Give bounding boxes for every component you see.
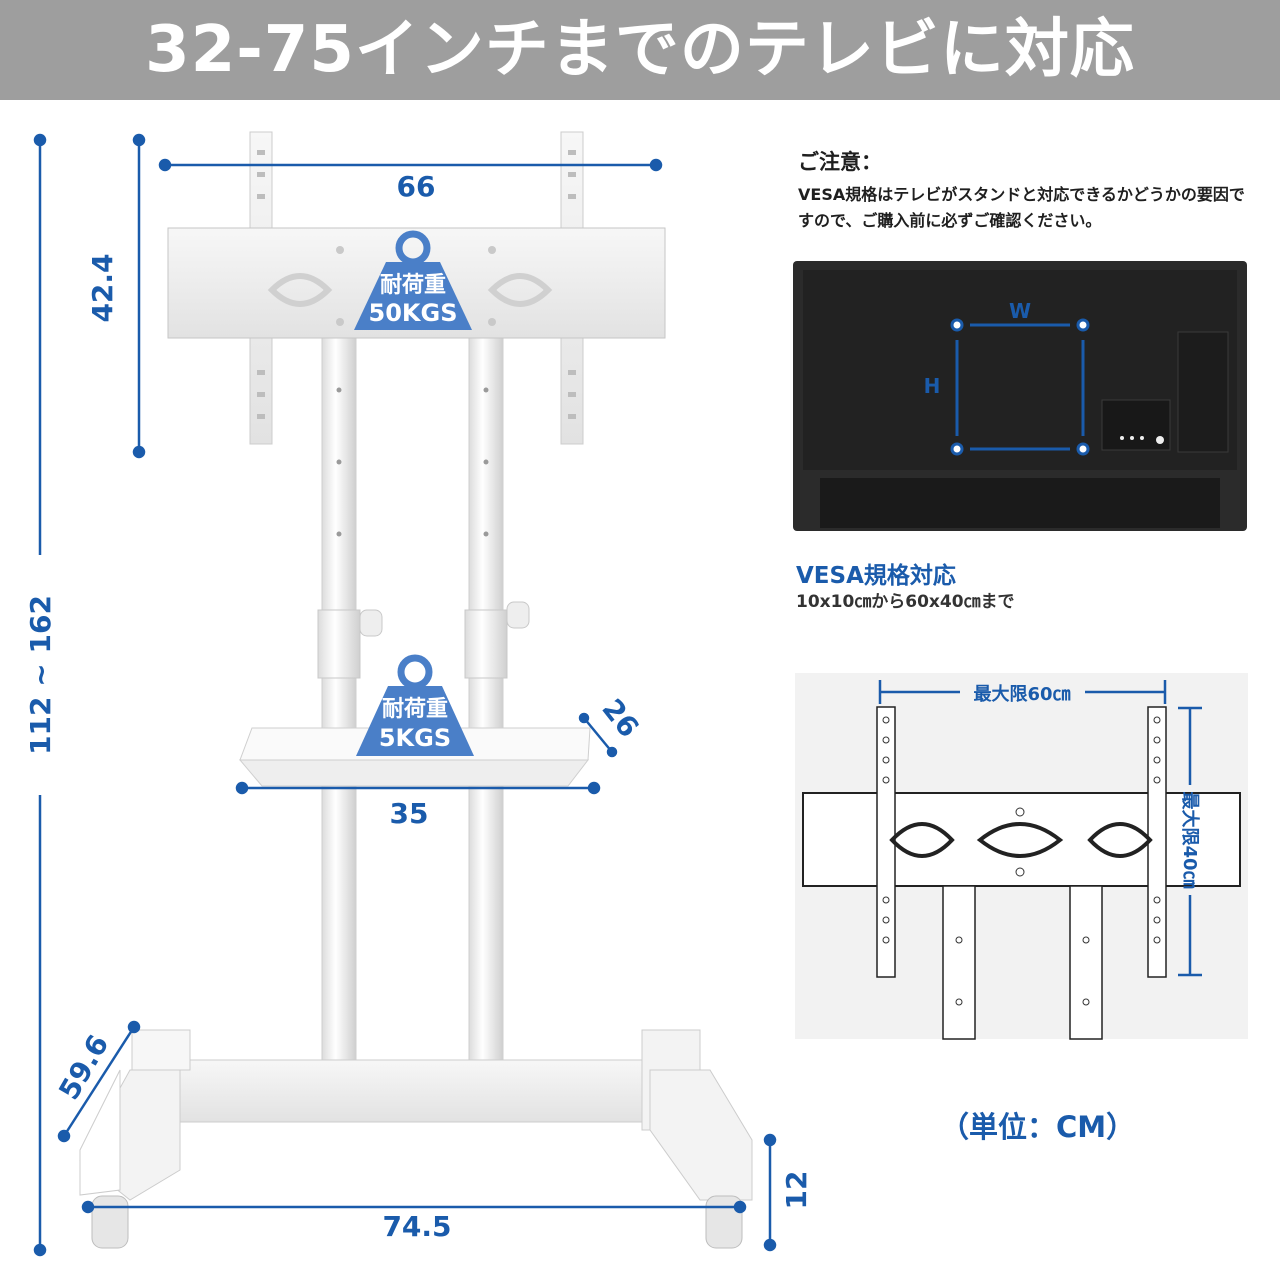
note-body: VESA規格はテレビがスタンドと対応できるかどうかの要因ですので、ご購入前に必ず… <box>798 185 1245 230</box>
load-badge-bracket: 耐荷重 50KGS <box>354 230 472 330</box>
load-badge-shelf-value: 5KGS <box>379 724 451 752</box>
vesa-h-label: H <box>924 374 941 398</box>
base-depth-label: 59.6 <box>52 1029 115 1105</box>
total-height-label: 112 ~ 162 <box>24 595 57 755</box>
bracket-max-height-label: 最大限40㎝ <box>1179 791 1201 888</box>
load-badge-shelf: 耐荷重 5KGS <box>356 654 474 756</box>
base-width-label: 74.5 <box>382 1210 451 1243</box>
bracket-max-width-label: 最大限60㎝ <box>973 683 1070 705</box>
vesa-title: VESA規格対応 <box>796 563 956 589</box>
load-badge-bracket-value: 50KGS <box>369 299 458 327</box>
note-title: ご注意： <box>798 150 882 174</box>
tv-stand-illustration <box>79 131 753 1249</box>
title-banner: 32-75インチまでのテレビに対応 <box>0 0 1280 100</box>
bracket-height-label: 42.4 <box>86 253 119 322</box>
bracket-detail-drawing <box>795 673 1248 1040</box>
load-badge-shelf-label: 耐荷重 <box>382 697 448 722</box>
shelf-depth-label: 26 <box>595 693 645 744</box>
vesa-range: 10x10㎝から60x40㎝まで <box>796 592 1015 612</box>
base-height-label: 12 <box>780 1171 813 1210</box>
shelf-width-label: 35 <box>390 797 429 830</box>
bracket-width-label: 66 <box>397 170 436 203</box>
tv-back-panel <box>793 261 1247 531</box>
vesa-pattern-markers <box>950 318 1090 456</box>
unit-note: （単位：CM） <box>940 1110 1136 1144</box>
page-title: 32-75インチまでのテレビに対応 <box>145 13 1135 87</box>
load-badge-bracket-label: 耐荷重 <box>380 273 446 298</box>
vesa-w-label: W <box>1009 299 1031 323</box>
dimension-lines <box>33 133 777 1257</box>
